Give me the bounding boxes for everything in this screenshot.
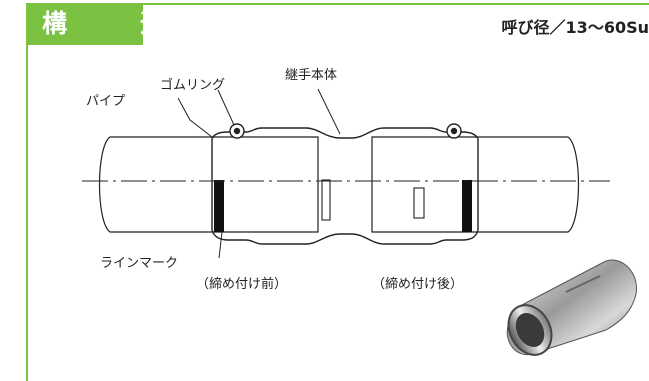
- pipe-left: [98, 136, 319, 233]
- pipe-end-marks: [321, 179, 425, 221]
- label-after-crimp: （締め付け後）: [372, 277, 464, 292]
- label-rubber-ring: ゴムリング: [160, 78, 226, 93]
- line-mark-left: [214, 180, 224, 232]
- label-joint-body: 継手本体: [285, 68, 338, 83]
- label-pipe: パイプ: [86, 94, 126, 109]
- pipe-right: [371, 136, 580, 233]
- rubber-ring-left: [229, 123, 245, 139]
- frame-left-border: [26, 3, 28, 381]
- line-mark-right: [462, 180, 472, 232]
- frame-top-border: [26, 3, 649, 5]
- label-before-crimp: （締め付け前）: [196, 277, 288, 292]
- leader-lines: [177, 88, 341, 259]
- section-title: 構 造: [26, 3, 143, 45]
- rubber-ring-right: [446, 123, 462, 139]
- label-line-mark: ラインマーク: [100, 256, 179, 271]
- product-photo: [506, 259, 637, 356]
- nominal-size-label: 呼び径／13〜60Su: [501, 18, 649, 37]
